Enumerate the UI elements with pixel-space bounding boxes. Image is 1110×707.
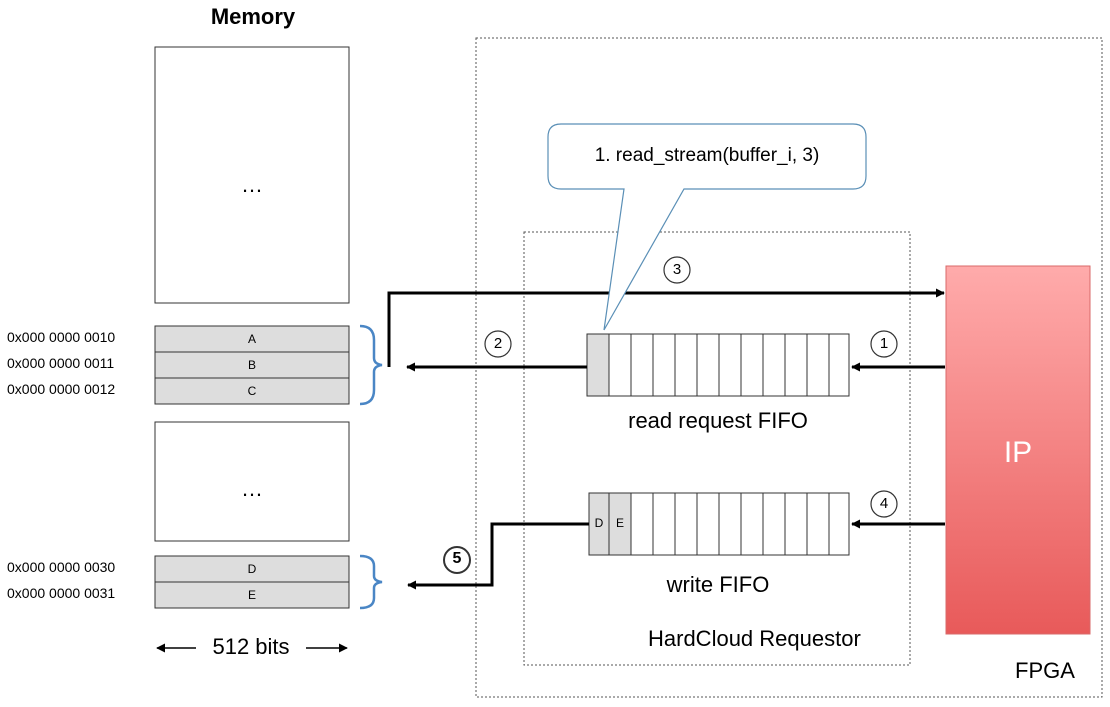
read-fifo: [586, 333, 850, 397]
fpga-label: FPGA: [1015, 658, 1075, 683]
memory-ellipsis-top: …: [241, 172, 263, 197]
address-label: 0x000 0000 0012: [7, 381, 116, 397]
callout-text: 1. read_stream(buffer_i, 3): [594, 145, 820, 166]
write-fifo: [588, 492, 850, 556]
width-label: 512 bits: [212, 634, 290, 659]
step-2-label: 2: [493, 335, 503, 352]
memory-title: Memory: [210, 4, 296, 29]
read-fifo-label: read request FIFO: [628, 408, 808, 433]
memory-cell-value: A: [247, 332, 256, 346]
address-label: 0x000 0000 0030: [7, 559, 116, 575]
brace-read-rows: [359, 324, 383, 406]
step-5-circle: [443, 546, 471, 574]
address-label: 0x000 0000 0010: [7, 329, 116, 345]
address-label: 0x000 0000 0031: [7, 585, 116, 601]
memory-block-top: [154, 46, 350, 304]
memory-cell-value: C: [247, 384, 257, 398]
memory-ellipsis-mid: …: [241, 476, 263, 501]
arrow-step-5: [407, 522, 589, 590]
memory-cell-value: B: [247, 358, 256, 372]
step-4-label: 4: [879, 495, 889, 512]
step-5-label: 5: [452, 550, 462, 567]
address-label: 0x000 0000 0011: [7, 355, 115, 371]
step-4-circle: [870, 490, 898, 518]
memory-cell-value: E: [247, 588, 256, 602]
memory-cell-value: D: [247, 562, 257, 576]
step-1-circle: [870, 330, 898, 358]
callout-bubble: [547, 123, 867, 331]
requestor-label: HardCloud Requestor: [648, 626, 861, 651]
write-fifo-label: write FIFO: [666, 572, 770, 597]
memory-write-rows: [154, 555, 350, 609]
arrow-step-3: [387, 288, 945, 367]
step-3-label: 3: [672, 261, 682, 278]
ip-block: [945, 265, 1091, 635]
write-fifo-cell: E: [615, 516, 624, 530]
step-1-label: 1: [879, 335, 889, 352]
brace-write-rows: [359, 554, 383, 610]
memory-block-mid: [154, 421, 350, 542]
step-2-circle: [484, 330, 512, 358]
ip-label: IP: [1003, 436, 1033, 469]
memory-read-rows: [154, 325, 350, 405]
write-fifo-cell: D: [594, 516, 604, 530]
requestor-boundary: [523, 231, 911, 666]
step-3-circle: [663, 256, 691, 284]
